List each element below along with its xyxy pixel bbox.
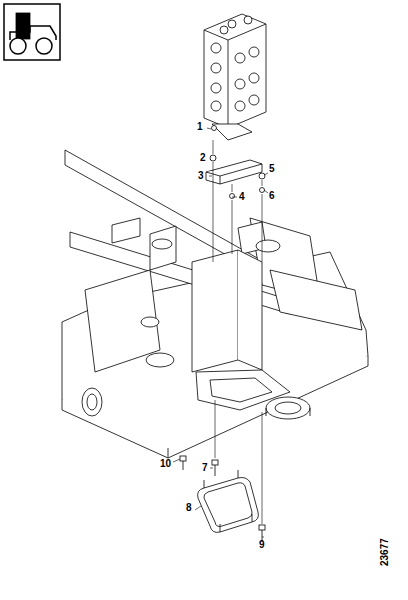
callout-number: 2 <box>200 153 206 163</box>
control-valve <box>204 14 266 140</box>
callout-number: 5 <box>269 164 275 174</box>
callout-number: 1 <box>197 122 203 132</box>
callout-number: 6 <box>269 191 275 201</box>
drawing-number: 23677 <box>380 538 390 566</box>
fasteners <box>180 155 265 542</box>
machine-icon <box>4 4 60 60</box>
callout-number: 10 <box>160 459 171 469</box>
callout-number: 3 <box>198 171 204 181</box>
mounting-bracket <box>206 160 262 184</box>
callout-number: 8 <box>186 503 192 513</box>
callout-number: 7 <box>202 463 208 473</box>
assembly-lines <box>213 140 262 524</box>
upper-frame <box>62 150 368 458</box>
seal-plate <box>198 470 259 532</box>
leader-lines <box>173 128 268 538</box>
callout-number: 4 <box>239 192 245 202</box>
callout-number: 9 <box>259 540 265 550</box>
